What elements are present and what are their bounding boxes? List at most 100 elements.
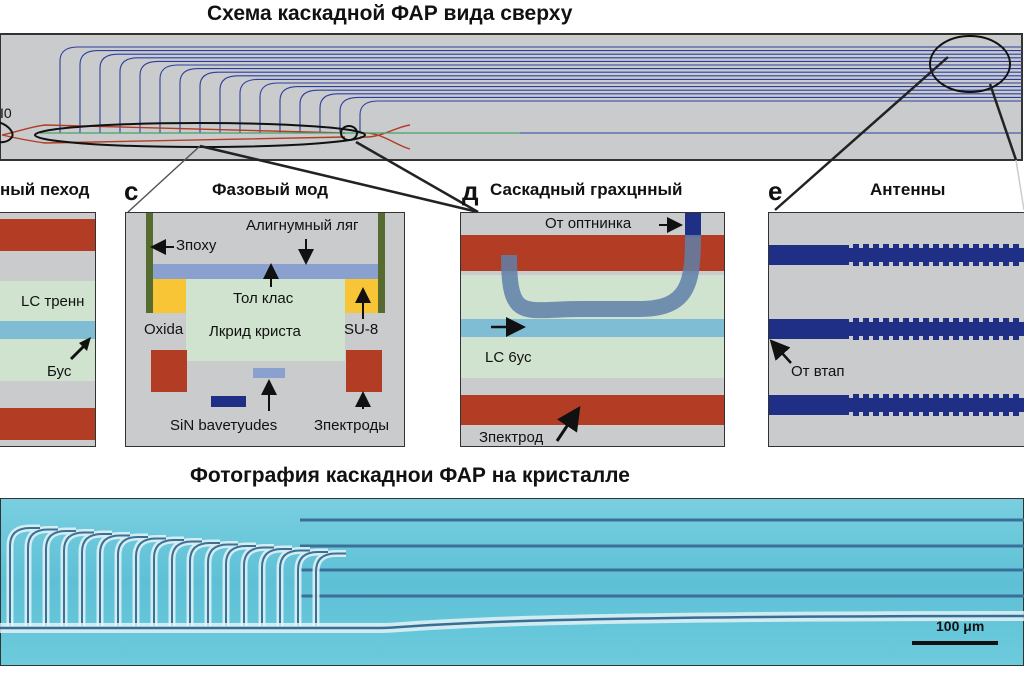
antenna-grating-tooth [963, 394, 969, 416]
panel-d-label-opt: От оптнинка [545, 215, 632, 232]
photo-arc [135, 537, 166, 626]
panel-b: LC тренн Бус [0, 212, 96, 447]
antenna-grating-tooth [943, 244, 949, 266]
top-waveguide-curve [119, 57, 150, 133]
antenna-grating-tooth [953, 318, 959, 340]
photo-title: Фотография каскаднои ФАР на кристалле [190, 464, 630, 487]
antenna-grating-tooth [903, 244, 909, 266]
antenna-grating-tooth [893, 394, 899, 416]
antenna-grating-tooth [1013, 394, 1019, 416]
antenna-grating-tooth [913, 244, 919, 266]
panel-d-label-electrode: Зпектрод [479, 429, 544, 446]
scale-bar-label: 100 μm [936, 618, 985, 634]
antenna-grating-tooth [893, 244, 899, 266]
panel-b-label-bus: Бус [47, 363, 72, 380]
top-waveguide-curve [319, 93, 350, 133]
panel-e-letter: e [768, 176, 783, 206]
antenna-grating-tooth [873, 318, 879, 340]
top-waveguide-curve [179, 68, 210, 133]
antenna-grating-tooth [883, 244, 889, 266]
panel-c-title: Фазовый мод [212, 180, 329, 199]
panel-d-title: Саскадный грахцнный [490, 180, 683, 199]
photo-arc [315, 552, 346, 626]
antenna-grating-tooth [873, 244, 879, 266]
top-waveguide-curve [239, 78, 270, 133]
panel-c-label-sin: SiN bavетyudes [170, 417, 278, 434]
antenna-grating-tooth [993, 318, 999, 340]
antenna-grating-tooth [973, 318, 979, 340]
photo-arc [225, 545, 256, 626]
antenna-feed [769, 395, 849, 415]
antenna-grating-tooth [983, 318, 989, 340]
photo-arc [99, 534, 130, 626]
antenna-grating-tooth [993, 244, 999, 266]
antenna-grating-tooth [1003, 394, 1009, 416]
antenna-grating-tooth [933, 244, 939, 266]
antenna-grating-tooth [963, 318, 969, 340]
top-waveguide-curve [199, 71, 230, 133]
antenna-grating-tooth [853, 394, 859, 416]
top-schematic: I0 [0, 33, 1024, 163]
antenna-grating-tooth [903, 318, 909, 340]
panel-c-label-oxide: Oxida [144, 321, 184, 338]
panel-e: От втап [768, 212, 1024, 447]
top-title: Схема каскадной ФАР вида сверху [207, 2, 573, 25]
top-waveguide-curve [139, 60, 170, 133]
panel-c-label-tol: Тол клас [233, 290, 294, 307]
antenna-grating-tooth [1013, 244, 1019, 266]
antenna-grating-tooth [863, 394, 869, 416]
antenna-grating-tooth [953, 394, 959, 416]
antenna-grating-tooth [943, 394, 949, 416]
photo-arc [9, 527, 40, 626]
antenna-feed [769, 245, 849, 265]
panel-b-label-lc: LC тренн [21, 293, 85, 310]
panel-c-arrows [150, 239, 371, 411]
antenna-grating-tooth [1003, 318, 1009, 340]
antenna-grating-tooth [1003, 244, 1009, 266]
photo-arc [189, 542, 220, 626]
panel-d-label-lc: LC 6ус [485, 349, 532, 366]
top-waveguide-curve [359, 100, 390, 133]
connector-lines [127, 56, 1024, 214]
antenna-grating-tooth [913, 318, 919, 340]
panel-d-letter: д [462, 176, 479, 206]
photo-arc [297, 551, 328, 626]
antenna-grating-tooth [923, 244, 929, 266]
antenna-grating-tooth [973, 244, 979, 266]
panel-c-label-su8: SU-8 [344, 321, 379, 338]
photo-arc [243, 546, 274, 626]
antenna-grating-tooth [933, 318, 939, 340]
antenna-grating-tooth [1013, 318, 1019, 340]
panel-e-label-from: От втап [791, 363, 845, 380]
antenna-grating-tooth [863, 318, 869, 340]
top-waveguide-curve [59, 46, 90, 133]
top-waveguide-curve [259, 82, 290, 133]
antenna-grating-tooth [983, 394, 989, 416]
antenna-grating-tooth [963, 244, 969, 266]
panel-c-label-epoxy: Зпоху [176, 237, 217, 254]
antenna-grating-tooth [883, 318, 889, 340]
panel-d: От оптнинка LC 6ус Зпектрод [460, 212, 725, 447]
antenna-grating-tooth [923, 394, 929, 416]
antenna-grating-tooth [983, 244, 989, 266]
top-waveguide-curve [299, 89, 330, 133]
photo-arc [117, 536, 148, 626]
top-waveguide-curve [79, 50, 110, 133]
photo-arc [261, 548, 292, 626]
panel-c-label-lc: Лкрид криста [209, 323, 301, 340]
photo-arc [63, 531, 94, 626]
panel-c-label-electrodes: Зпектроды [314, 417, 390, 434]
scale-bar [912, 641, 998, 645]
antenna-feed [769, 319, 849, 339]
antenna-grating-tooth [873, 394, 879, 416]
photo-arc [81, 533, 112, 626]
arrow-icon [69, 337, 91, 361]
top-waveguide-curve [99, 53, 130, 133]
photo-arc [279, 549, 310, 626]
photo-arc [27, 528, 58, 626]
chip-photo: 100 μm [0, 498, 1024, 666]
antenna-grating-tooth [943, 318, 949, 340]
antenna-grating-tooth [883, 394, 889, 416]
panel-b-title: ный пеход [0, 180, 90, 199]
photo-arc [207, 543, 238, 626]
